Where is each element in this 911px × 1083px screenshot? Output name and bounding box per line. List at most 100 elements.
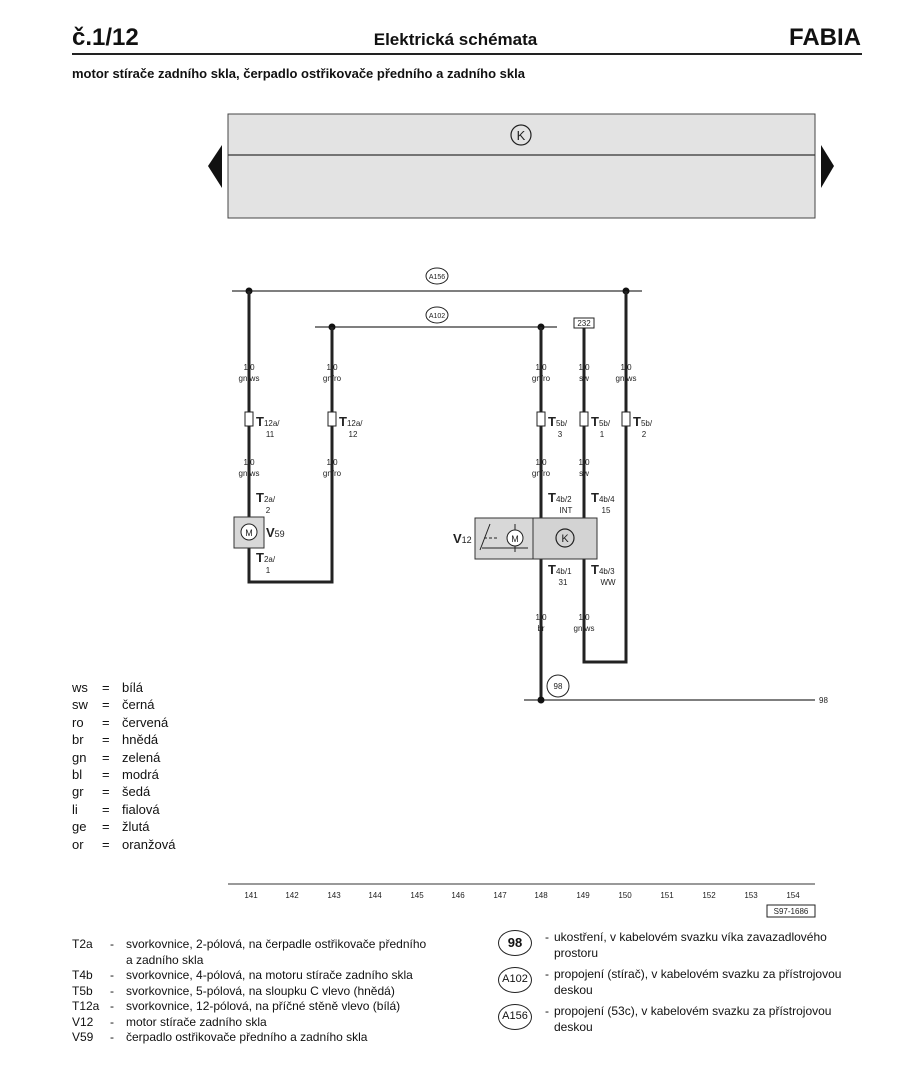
legend-eq: = (102, 697, 110, 713)
legend-color-name: červená (122, 714, 169, 730)
connector-t4b-3-pin: WW (600, 578, 616, 587)
legend-abbr: sw (72, 697, 88, 713)
legend-eq: = (102, 732, 110, 748)
connector-t4b-2: T4b/2 (548, 490, 572, 505)
scale-153: 153 (744, 891, 758, 900)
wire-4-size: 1,0 (578, 363, 590, 372)
reference-row: 98-ukostření, v kabelovém svazku víka za… (498, 930, 859, 961)
reference-dash: - (545, 1004, 549, 1018)
component-code: T4b (72, 968, 93, 982)
legend-eq: = (102, 801, 110, 817)
reference-desc: propojení (53c), v kabelovém svazku za p… (554, 1004, 832, 1034)
connector-t2a-2: T2a/ (256, 490, 276, 505)
component-row: T5b-svorkovnice, 5-pólová, na sloupku C … (72, 984, 472, 1000)
wire-6-size: 1,0 (243, 458, 255, 467)
legend-abbr: gn (72, 749, 87, 765)
panel-k-label: K (517, 128, 526, 143)
page-title: Elektrická schémata (373, 30, 538, 49)
component-dash: - (110, 999, 114, 1013)
legend-abbr: or (72, 836, 84, 852)
component-row: T4b-svorkovnice, 4-pólová, na motoru stí… (72, 968, 472, 984)
ground-junction (537, 696, 545, 704)
nav-next-arrow[interactable] (821, 145, 834, 188)
legend-abbr: ro (72, 714, 84, 730)
legend-abbr: gr (72, 784, 84, 800)
legend-color-name: černá (122, 697, 155, 713)
scale-151: 151 (660, 891, 674, 900)
v12-inner-box (532, 517, 598, 560)
reference-desc: ukostření, v kabelovém svazku víka zavaz… (554, 930, 827, 960)
figure-id: S97-1686 (774, 907, 809, 916)
scale-146: 146 (451, 891, 465, 900)
legend-color-name: žlutá (122, 819, 150, 835)
nav-prev-arrow[interactable] (208, 145, 222, 188)
ground-badge-label: 98 (554, 682, 563, 691)
legend-eq: = (102, 680, 110, 695)
scale-148: 148 (534, 891, 548, 900)
legend-row: br=hnědá (72, 731, 175, 748)
wire-9-size: 1,0 (578, 458, 590, 467)
component-dash: - (110, 1030, 114, 1044)
scale-141: 141 (244, 891, 258, 900)
connector-t12a-12-pin: 12 (349, 430, 358, 439)
legend-color-name: zelená (122, 749, 161, 765)
scale-149: 149 (576, 891, 590, 900)
legend-eq: = (102, 767, 110, 783)
wire-3-size: 1,0 (535, 363, 547, 372)
connector-symbols (244, 411, 631, 427)
wire-5-color: gn/ws (616, 374, 637, 383)
panel-k-symbol (510, 124, 532, 146)
wire-1-size: 1,0 (243, 363, 255, 372)
scale-147: 147 (493, 891, 507, 900)
scale-143: 143 (327, 891, 341, 900)
wire-8-color: gn/ro (532, 469, 551, 478)
legend-row: ge=žlutá (72, 818, 175, 835)
wire-paths (247, 291, 628, 700)
legend-row: ws=bílá (72, 679, 175, 696)
component-row: T2a-svorkovnice, 2-pólová, na čerpadle o… (72, 937, 472, 968)
reference-desc: propojení (stírač), v kabelovém svazku z… (554, 967, 842, 997)
component-code: V12 (72, 1014, 94, 1029)
wire-5-size: 1,0 (620, 363, 632, 372)
component-code: V59 (72, 1030, 94, 1044)
connector-t12a-11: T12a/ (256, 414, 280, 429)
connector-t4b-2-pin: INT (560, 506, 573, 515)
reference-badge: A102 (498, 967, 532, 993)
wire-10-color: br (537, 624, 544, 633)
v12-k-symbol: K (561, 533, 569, 545)
component-row: V12-motor stírače zadního skla (72, 1015, 472, 1031)
legend-row: gr=šedá (72, 783, 175, 800)
component-desc: svorkovnice, 4-pólová, na motoru stírače… (126, 968, 413, 982)
component-dash: - (110, 937, 114, 951)
component-desc: svorkovnice, 12-pólová, na příčné stěně … (126, 999, 401, 1013)
scale-142: 142 (285, 891, 299, 900)
legend-eq: = (102, 784, 110, 800)
v59-motor-icon (240, 523, 258, 541)
reference-row: A156-propojení (53c), v kabelovém svazku… (498, 1004, 859, 1035)
connector-t5b-1: T5b/ (591, 414, 611, 429)
components-list: T2a-svorkovnice, 2-pólová, na čerpadle o… (72, 937, 472, 1046)
component-desc: čerpadlo ostřikovače předního a zadního … (126, 1030, 368, 1044)
connector-t4b-4: T4b/4 (591, 490, 615, 505)
component-row: V59 -čerpadlo ostřikovače předního a zadn… (72, 1030, 472, 1046)
figure-id-box (766, 904, 816, 918)
legend-color-name: fialová (122, 801, 160, 817)
bus-a102-badge (425, 306, 449, 324)
component-code: T2a (72, 937, 93, 951)
v12-switch-icon (479, 523, 528, 552)
scale-152: 152 (702, 891, 716, 900)
v12-motor-symbol: M (511, 534, 519, 544)
component-desc: svorkovnice, 5-pólová, na sloupku C vlev… (126, 983, 395, 998)
connector-t5b-3: T5b/ (548, 414, 568, 429)
legend-row: or=oranžová (72, 836, 175, 853)
wire-8-size: 1,0 (535, 458, 547, 467)
legend-row: li=fialová (72, 801, 175, 818)
legend-abbr: ws (72, 680, 88, 695)
scale-145: 145 (410, 891, 424, 900)
wire-1-color: gn/ws (239, 374, 260, 383)
scale-150: 150 (618, 891, 632, 900)
ref-box-232-label: 232 (577, 319, 591, 328)
v12-motor-icon (506, 529, 524, 547)
wire-10-size: 1,0 (535, 613, 547, 622)
legend-row: bl=modrá (72, 766, 175, 783)
